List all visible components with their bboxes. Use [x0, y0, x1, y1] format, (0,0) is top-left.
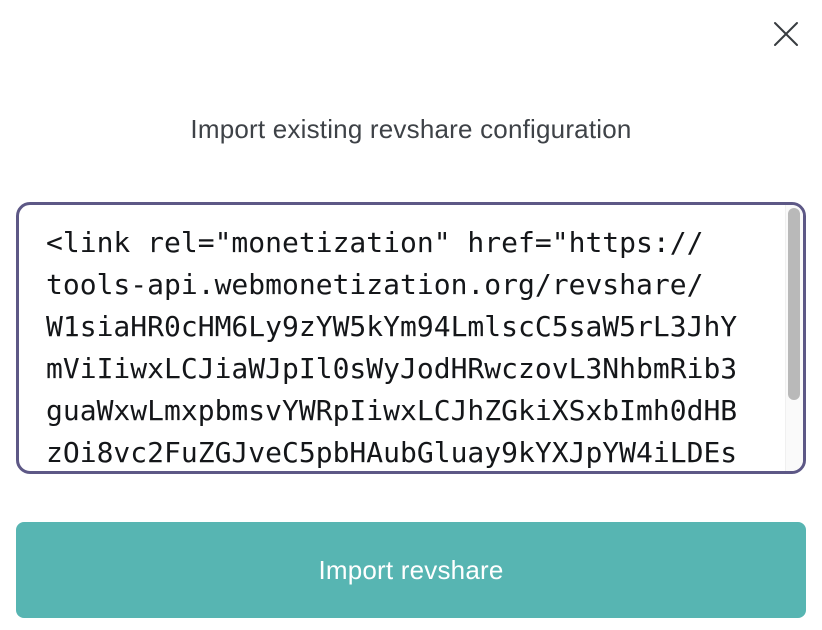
close-button[interactable]	[770, 18, 802, 50]
textarea-scrollbar-thumb[interactable]	[788, 208, 800, 400]
dialog-title: Import existing revshare configuration	[190, 114, 632, 144]
textarea-scrollbar-track[interactable]	[785, 205, 803, 471]
revshare-config-field	[16, 202, 806, 474]
revshare-config-textarea[interactable]	[19, 205, 803, 471]
close-icon	[774, 22, 798, 46]
import-revshare-button[interactable]: Import revshare	[16, 522, 806, 618]
